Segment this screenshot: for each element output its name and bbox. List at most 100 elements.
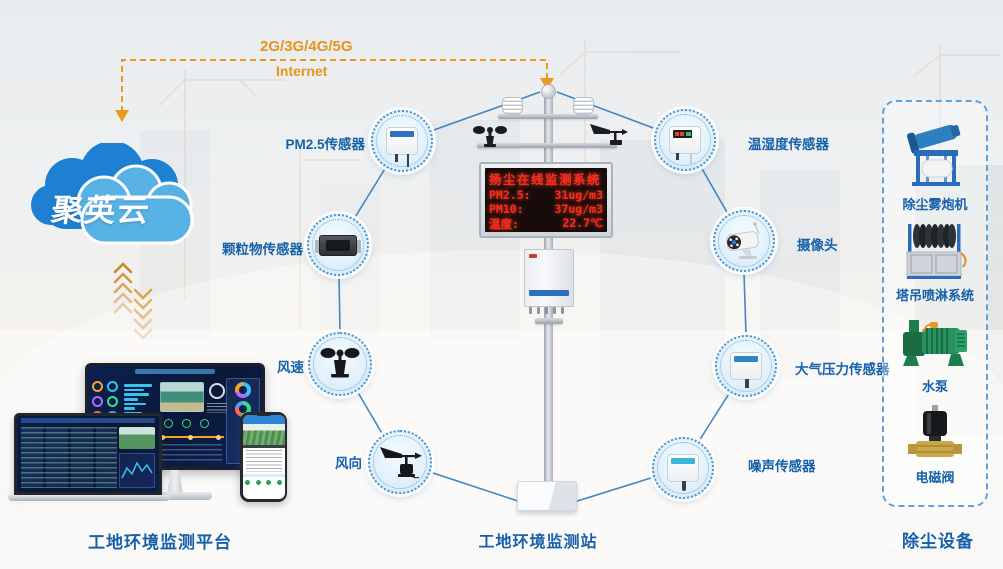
led-temp-label: 温度:	[489, 217, 519, 231]
equipment-fog-cannon: 除尘雾炮机	[896, 112, 974, 221]
led-row-pm25: PM2.5: 31ug/m3	[489, 188, 603, 202]
label-camera: 摄像头	[797, 238, 838, 253]
caption-platform: 工地环境监测平台	[88, 533, 232, 552]
cctv-camera-icon	[726, 222, 760, 259]
radiation-shield-right	[573, 97, 594, 115]
label-fog-cannon: 除尘雾炮机	[902, 197, 968, 212]
label-particulate-sensor: 颗粒物传感器	[222, 242, 303, 257]
caption-station: 工地环境监测站	[478, 534, 598, 551]
fog-cannon-icon	[907, 124, 961, 186]
pole-top-sphere	[541, 84, 556, 99]
control-cabinet	[524, 249, 574, 307]
laptop-dashboard-screen	[17, 416, 159, 492]
led-pm10-label: PM10:	[489, 202, 524, 216]
sensor-circle-temp-humidity	[654, 109, 716, 171]
hose-reel-icon	[906, 224, 967, 279]
internet-label: Internet	[276, 63, 328, 79]
laptop-title-bar	[21, 418, 155, 423]
laptop-photo-panel	[119, 427, 155, 449]
led-row-pm10: PM10: 37ug/m3	[489, 202, 603, 216]
label-wind-direction: 风向	[335, 456, 362, 471]
dust-equipment-panel: 除尘雾炮机 塔吊喷淋系统	[882, 100, 988, 507]
crossbar-top	[498, 114, 598, 119]
phone-divider	[242, 474, 285, 477]
station-foundation	[517, 481, 577, 511]
led-temp-value: 22.7℃	[562, 216, 603, 230]
led-pm25-label: PM2.5:	[489, 188, 531, 202]
dashboard-bar-chart	[124, 384, 152, 417]
cloud-icon	[31, 141, 194, 245]
crossbar-bottom	[477, 143, 617, 148]
led-display: 扬尘在线监测系统 PM2.5: 31ug/m3 PM10: 37ug/m3 温度…	[479, 162, 613, 238]
label-spray-system: 塔吊喷淋系统	[895, 288, 974, 303]
anemometer-icon	[320, 348, 360, 378]
cloud-brand-label: 聚英云	[49, 193, 154, 228]
water-pump-icon	[903, 320, 967, 366]
label-pressure-sensor: 大气压力传感器	[795, 362, 890, 377]
cloud-platform: 聚英云	[24, 141, 214, 261]
led-screen: 扬尘在线监测系统 PM2.5: 31ug/m3 PM10: 37ug/m3 温度…	[485, 168, 607, 232]
arrow-down-to-cloud-icon	[115, 110, 129, 122]
sensor-circle-camera	[713, 210, 775, 272]
dashboard-title-bar	[134, 369, 215, 374]
laptop-screen-bezel	[14, 413, 162, 495]
cabinet-logo	[529, 254, 537, 258]
phone-control-buttons	[243, 480, 285, 485]
phone-camera-feed	[242, 424, 285, 445]
equipment-spray-system: 塔吊喷淋系统	[896, 221, 974, 312]
laptop-base	[8, 495, 170, 501]
label-solenoid-valve: 电磁阀	[915, 470, 955, 485]
laptop	[8, 413, 170, 501]
led-title: 扬尘在线监测系统	[489, 172, 602, 187]
dashboard-site-photo	[160, 382, 204, 412]
caption-equipment: 除尘设备	[902, 532, 974, 551]
cabinet-label-strip	[529, 290, 569, 296]
sensor-circle-noise	[652, 437, 714, 499]
sensor-circle-wind-speed	[308, 332, 372, 396]
weather-icon	[209, 383, 225, 399]
label-water-pump: 水泵	[921, 379, 948, 394]
label-wind-speed: 风速	[277, 360, 304, 375]
phone-app-screen	[242, 415, 285, 499]
solenoid-valve-icon	[908, 405, 962, 457]
weather-text-lines	[207, 403, 227, 413]
station-wind-vane-icon	[590, 124, 628, 145]
noise-sensor-device	[667, 454, 699, 491]
pm25-sensor-device	[386, 127, 418, 167]
phone-data-rows	[245, 450, 282, 472]
laptop-line-chart	[119, 453, 155, 488]
led-pm10-value: 37ug/m3	[554, 202, 603, 216]
pressure-sensor-device	[730, 352, 762, 388]
sensor-circle-pm25	[371, 110, 433, 172]
radiation-shield-left	[502, 97, 523, 115]
label-pm25-sensor: PM2.5传感器	[285, 137, 365, 152]
equipment-water-pump: 水泵	[895, 312, 975, 403]
cloud-sync-arrows-icon	[113, 262, 153, 340]
equipment-solenoid-valve: 电磁阀	[904, 403, 966, 494]
label-noise-sensor: 噪声传感器	[748, 459, 816, 474]
phone-toolbar	[242, 445, 285, 448]
wind-vane-icon	[380, 447, 422, 479]
temp-humidity-sensor-device	[669, 126, 701, 164]
pole-flange	[535, 318, 563, 324]
sensor-circle-pressure	[715, 335, 777, 397]
label-temp-humidity-sensor: 温湿度传感器	[748, 137, 829, 152]
sensor-chain-lines	[338, 91, 747, 504]
internet-dashed-line	[121, 59, 548, 112]
led-pm25-value: 31ug/m3	[554, 188, 603, 202]
smartphone	[240, 412, 287, 502]
network-label: 2G/3G/4G/5G	[260, 38, 353, 55]
phone-notch	[255, 412, 272, 416]
laptop-data-table	[21, 427, 117, 488]
phone-app-header	[242, 415, 285, 424]
station-anemometer-icon	[473, 126, 507, 147]
monitor-base	[138, 492, 212, 500]
sensor-circle-particulate	[307, 214, 369, 276]
crane-silhouettes	[159, 40, 1000, 330]
led-row-temp: 温度: 22.7℃	[489, 216, 603, 232]
particulate-sensor-device	[315, 234, 361, 256]
monitor-stand	[167, 470, 183, 492]
